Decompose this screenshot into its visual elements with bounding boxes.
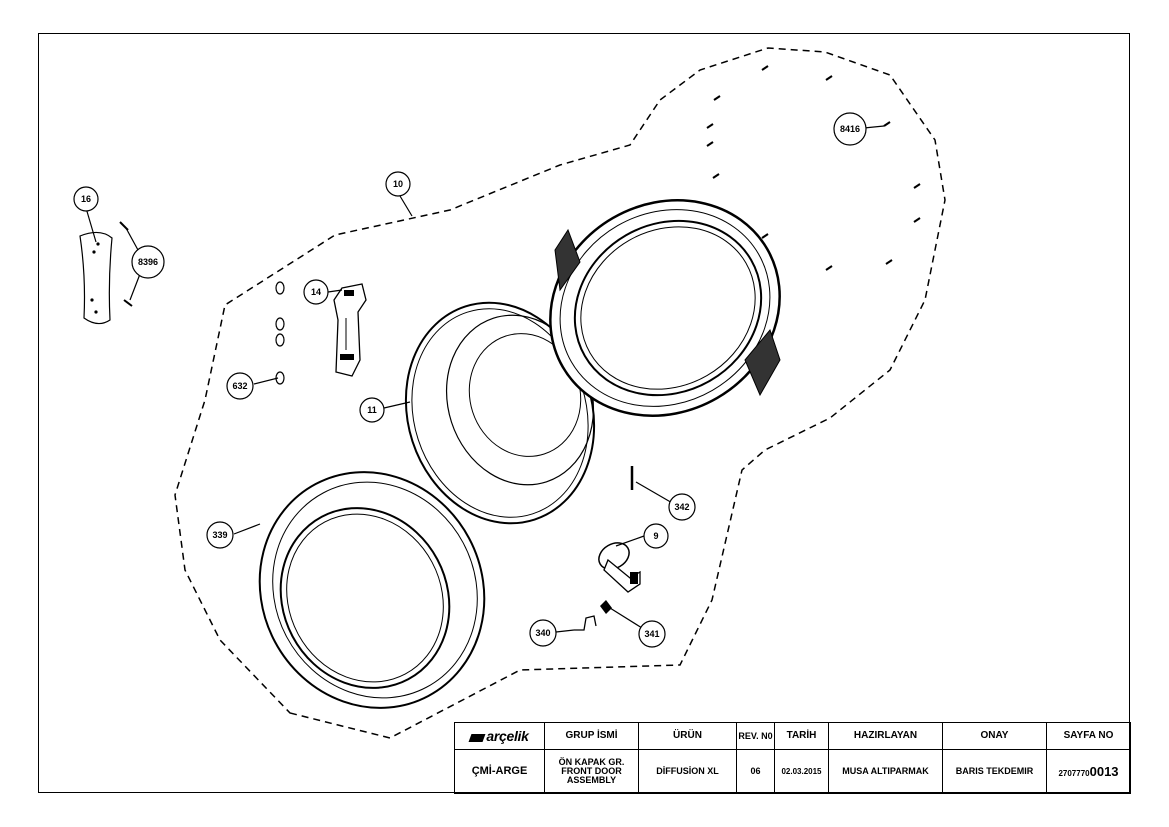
header-page: SAYFA NO (1046, 722, 1131, 750)
svg-text:340: 340 (535, 628, 550, 638)
svg-text:14: 14 (311, 287, 321, 297)
latch-spring-part (574, 600, 612, 631)
brand-mark-icon (468, 733, 486, 742)
door-handle-part (598, 542, 641, 593)
callout-11: 11 (359, 397, 385, 423)
header-date: TARİH (774, 722, 829, 750)
callout-340: 340 (529, 619, 557, 647)
callout-9: 9 (643, 523, 669, 549)
svg-text:11: 11 (367, 405, 377, 415)
department-value: ÇMİ-ARGE (454, 749, 545, 794)
svg-text:339: 339 (212, 530, 227, 540)
svg-text:8396: 8396 (138, 257, 158, 267)
svg-text:9: 9 (653, 531, 658, 541)
date-value: 02.03.2015 (774, 749, 829, 794)
door-bezel-part (258, 471, 486, 709)
page-suffix: 0013 (1089, 764, 1119, 779)
callout-339: 339 (206, 521, 234, 549)
bushing-part (275, 281, 285, 385)
header-group: GRUP İSMİ (544, 722, 639, 750)
door-outer-ring-part (549, 199, 781, 417)
header-approved: ONAY (942, 722, 1047, 750)
hinge-plate-part (79, 231, 113, 325)
svg-text:341: 341 (644, 629, 659, 639)
approved-value: BARIS TEKDEMIR (942, 749, 1047, 794)
screw-group-part (706, 65, 921, 271)
hinge-part (333, 283, 367, 377)
header-rev: REV. N0 (736, 722, 775, 750)
page-prefix: 2707770 (1058, 769, 1090, 778)
page-value: 27077700013 (1046, 749, 1131, 794)
callout-14: 14 (303, 279, 329, 305)
rev-value: 06 (736, 749, 775, 794)
prepared-value: MUSA ALTIPARMAK (828, 749, 943, 794)
svg-text:10: 10 (393, 179, 403, 189)
callout-8416: 8416 (833, 112, 867, 146)
callout-341: 341 (638, 620, 666, 648)
svg-text:632: 632 (232, 381, 247, 391)
callout-16: 16 (73, 186, 99, 212)
svg-text:342: 342 (674, 502, 689, 512)
callout-342: 342 (668, 493, 696, 521)
callout-10: 10 (385, 171, 411, 197)
title-block: arçelik GRUP İSMİ ÜRÜN REV. N0 TARİH HAZ… (454, 722, 1131, 794)
header-product: ÜRÜN (638, 722, 737, 750)
company-logo: arçelik (454, 722, 545, 750)
product-value: DİFFUSİON XL (638, 749, 737, 794)
header-prepared: HAZIRLAYAN (828, 722, 943, 750)
callout-8396: 8396 (131, 245, 165, 279)
group-value: ÖN KAPAK GR. FRONT DOOR ASSEMBLY (544, 749, 639, 794)
svg-text:8416: 8416 (840, 124, 860, 134)
callout-632: 632 (226, 372, 254, 400)
svg-text:16: 16 (81, 194, 91, 204)
assembly-boundary (174, 47, 946, 739)
leader-lines (85, 125, 885, 633)
